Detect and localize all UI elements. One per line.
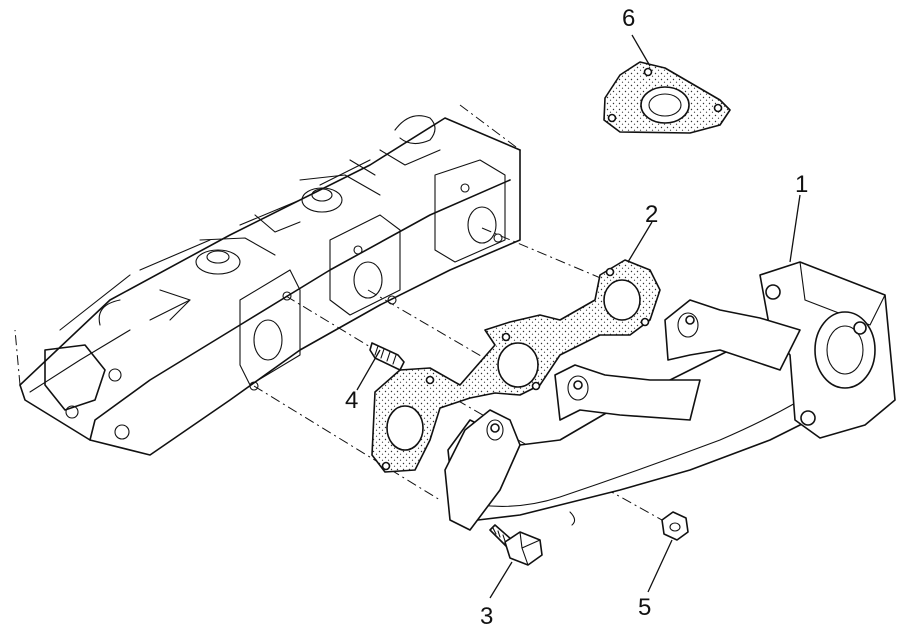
callout-6: 6 [622, 5, 635, 32]
callout-2: 2 [645, 201, 658, 228]
hex-nut [661, 511, 689, 541]
callout-4: 4 [345, 387, 358, 414]
stud [369, 342, 405, 371]
callout-1: 1 [795, 171, 808, 198]
callout-5: 5 [638, 594, 651, 621]
outlet-flange-gasket [603, 61, 731, 134]
cylinder-head [14, 104, 521, 456]
exhaust-manifold [444, 261, 896, 531]
callout-3: 3 [480, 603, 493, 630]
hex-bolt [489, 524, 543, 566]
exhaust-manifold-gasket [371, 259, 661, 473]
leader-lines [356, 34, 801, 599]
